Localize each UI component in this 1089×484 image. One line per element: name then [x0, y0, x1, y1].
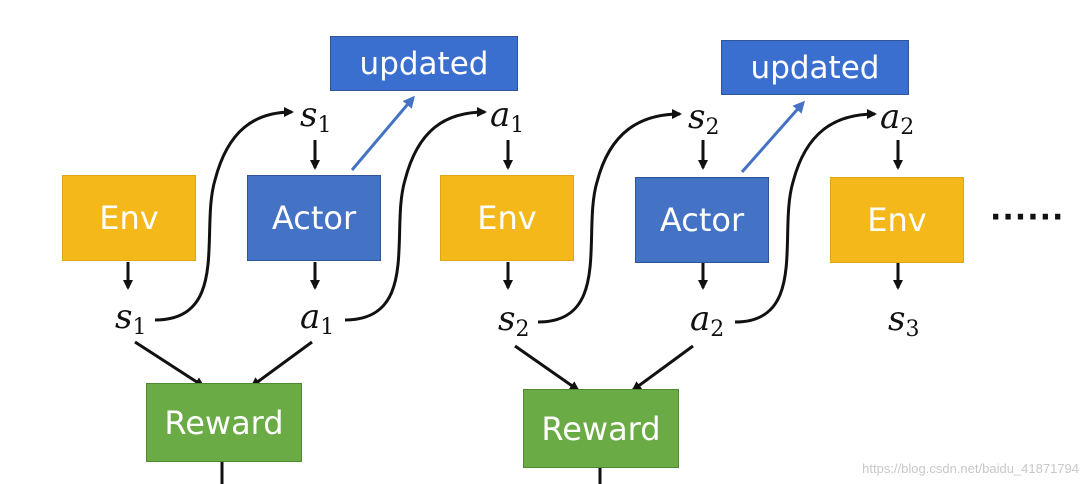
- curve-s2-to-s2top: [537, 109, 682, 324]
- curve-a1-to-a1top: [344, 107, 487, 322]
- updated-box-1: updated: [330, 36, 518, 91]
- var-s2-top: s2: [688, 97, 720, 140]
- arrow-s2-reward2: [514, 344, 580, 392]
- var-a2-top: a2: [880, 97, 915, 140]
- var-s2-bottom: s2: [498, 299, 530, 342]
- var-a2-bottom: a2: [690, 299, 725, 342]
- reward-box-2: Reward: [523, 389, 679, 468]
- var-a1-bottom: a1: [300, 297, 335, 340]
- actor-box-1: Actor: [247, 175, 381, 261]
- env-box-1: Env: [62, 175, 196, 261]
- curve-s1-to-s1top: [154, 107, 294, 322]
- arrow-a1-reward1: [250, 340, 313, 388]
- arrow-s1-reward1: [134, 340, 205, 388]
- continuation-dots: ······: [990, 200, 1065, 235]
- actor-box-2: Actor: [635, 177, 769, 263]
- watermark: https://blog.csdn.net/baidu_41871794: [862, 461, 1079, 476]
- var-a1-top: a1: [490, 95, 525, 138]
- update-arrow-2: [740, 100, 805, 173]
- arrow-a2-reward2: [631, 344, 694, 392]
- updated-box-2: updated: [721, 40, 909, 95]
- var-s1-bottom: s1: [115, 297, 147, 340]
- curve-a2-to-a2top: [734, 109, 877, 324]
- reward-box-1: Reward: [146, 383, 302, 462]
- update-arrow-1: [350, 95, 415, 171]
- var-s3-bottom: s3: [888, 299, 920, 342]
- env-box-3: Env: [830, 177, 964, 263]
- var-s1-top: s1: [300, 95, 332, 138]
- env-box-2: Env: [440, 175, 574, 261]
